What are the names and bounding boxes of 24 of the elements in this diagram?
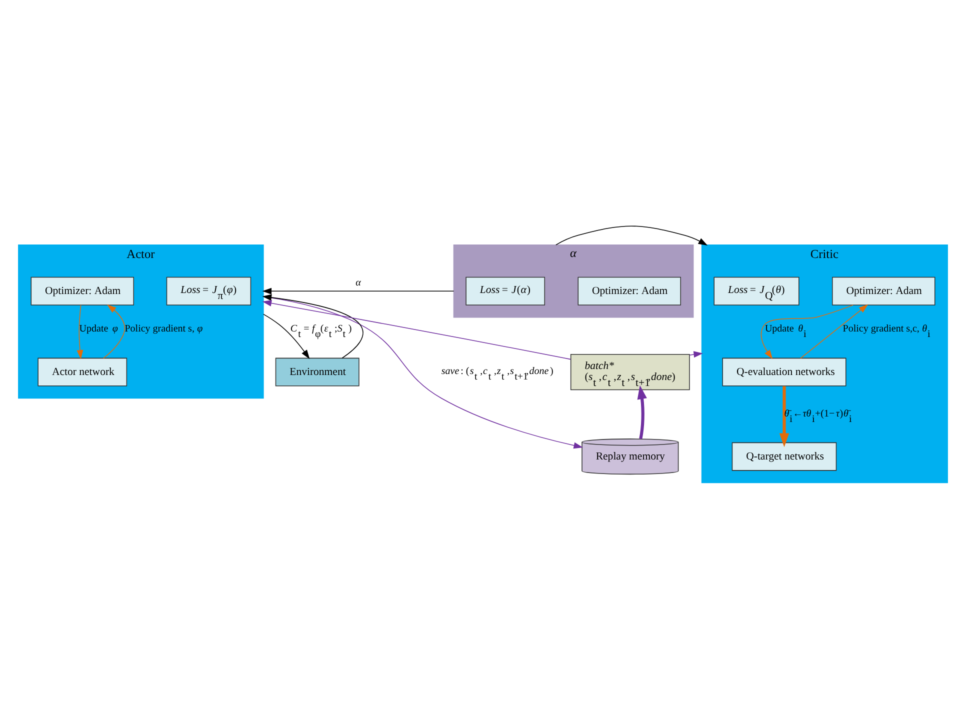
node-box: Optimizer: Adam — [832, 276, 935, 306]
node-box: Environment — [274, 358, 359, 386]
arrow — [688, 351, 702, 358]
arrow — [262, 314, 310, 360]
edge-label: α — [355, 277, 360, 288]
node-box: Q-target networks — [731, 442, 836, 471]
arrow — [636, 385, 646, 440]
arrow — [760, 304, 853, 360]
edge-label: Policy gradient s,φ — [124, 324, 202, 335]
node-box: Q-evaluation networks — [722, 358, 846, 386]
arrow — [555, 226, 708, 246]
arrow — [262, 300, 571, 360]
node-box: Optimizer: Adam — [30, 276, 134, 306]
arrow — [102, 304, 125, 359]
arrow — [800, 304, 868, 359]
node-box: Actor network — [37, 358, 127, 386]
node-box: Loss = J(α) — [465, 276, 545, 306]
arrow — [262, 288, 454, 294]
arrow — [76, 304, 83, 360]
node-box: Optimizer: Adam — [577, 276, 680, 306]
arrow — [778, 386, 789, 448]
arrow — [262, 294, 363, 358]
edge-label: Update φ — [78, 324, 118, 335]
arrow — [262, 296, 582, 449]
